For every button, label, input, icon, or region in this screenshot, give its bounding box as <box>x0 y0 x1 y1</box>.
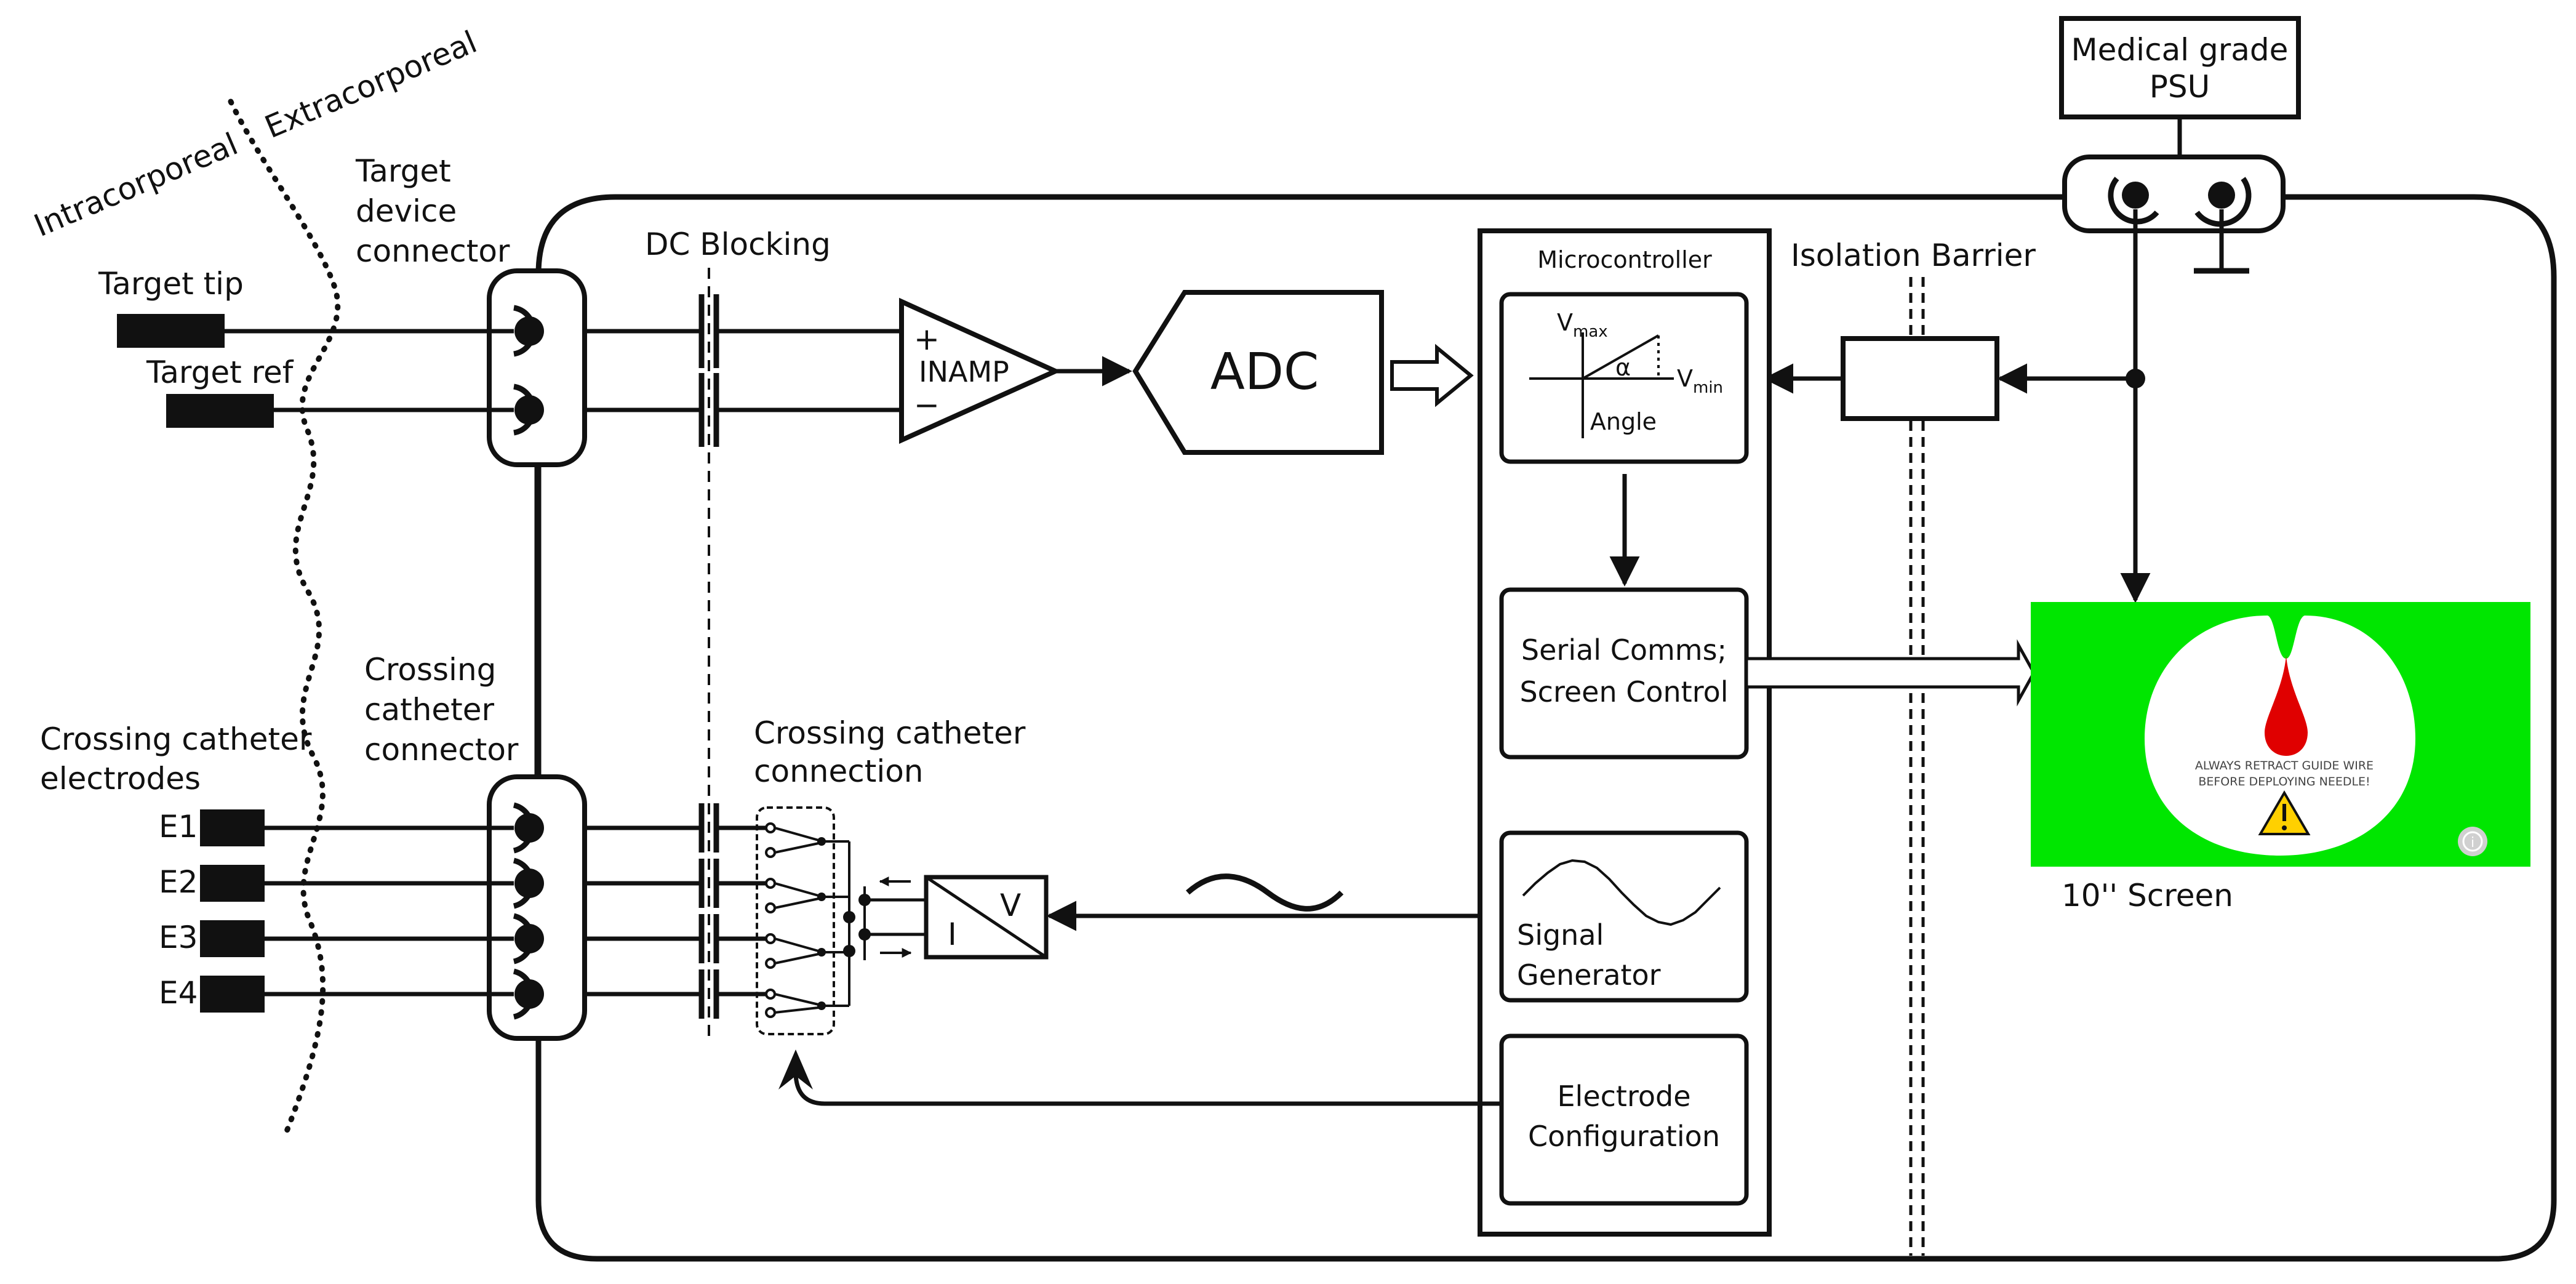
ground-socket-icon <box>2194 177 2252 227</box>
microcontroller-label: Microcontroller <box>1537 246 1712 273</box>
target-ref-electrode <box>166 394 274 428</box>
psu-label-line2: PSU <box>2150 69 2210 105</box>
crossing-catheter-connector-label-line3: connector <box>364 732 519 768</box>
switch-matrix <box>765 822 866 1018</box>
screen-warning-line1: ALWAYS RETRACT GUIDE WIRE <box>2195 759 2374 772</box>
serial-comms-label-line2: Screen Control <box>1519 675 1728 708</box>
body-boundary-dotted-line <box>228 98 341 1136</box>
crossing-catheter-connector <box>487 774 587 1041</box>
crossing-catheter-connection-label-line2: connection <box>754 753 924 789</box>
adc-label: ADC <box>1210 343 1319 401</box>
angle-slope-line <box>1582 334 1659 380</box>
electrode-e1: E1 <box>159 802 769 854</box>
target-ref-label: Target ref <box>146 355 294 390</box>
inamp-plus: + <box>914 321 940 357</box>
electrode-e2-label: E2 <box>159 864 198 900</box>
electrode-e1-label: E1 <box>159 809 198 845</box>
vi-i-label: I <box>948 917 957 952</box>
psu-label-line1: Medical grade <box>2071 32 2289 68</box>
crossing-catheter-connector-label-line2: catheter <box>364 692 495 728</box>
info-button-icon[interactable]: i <box>2458 827 2487 856</box>
electrode-config-arrowhead <box>778 1049 813 1089</box>
vi-v-label: V <box>1000 888 1021 923</box>
alpha-label: α <box>1615 354 1631 381</box>
electrode-e4-label: E4 <box>159 975 198 1011</box>
electrode-e3-label: E3 <box>159 920 198 955</box>
dc-blocking-label: DC Blocking <box>645 227 831 262</box>
switch-matrix-junctions <box>817 837 871 1010</box>
angle-label: Angle <box>1590 408 1657 435</box>
target-device-connector-label-line3: connector <box>356 233 510 269</box>
target-ref-socket-icon <box>513 383 544 436</box>
vi-converter-diagonal <box>925 875 1047 959</box>
crossing-catheter-electrodes-label-line2: electrodes <box>40 761 201 796</box>
target-tip-electrode <box>117 314 225 348</box>
dc-blocking-capacitor-tip <box>585 294 902 368</box>
warning-triangle-icon <box>2258 790 2311 835</box>
electrode-e3: E3 <box>159 913 769 965</box>
vmax-label: Vmax <box>1557 309 1608 341</box>
target-device-connector-label-line2: device <box>356 193 457 229</box>
crossing-catheter-electrodes-label-line1: Crossing catheter <box>40 721 312 757</box>
crossing-catheter-connector-label-line1: Crossing <box>364 652 496 688</box>
electrode-configuration-label-line2: Configuration <box>1528 1120 1720 1153</box>
isolation-barrier-label: Isolation Barrier <box>1791 238 2036 273</box>
inamp-block <box>899 297 1062 444</box>
isolated-dc-dc-box <box>1841 336 1999 421</box>
inamp-minus: − <box>914 387 940 423</box>
electrode-e2: E2 <box>159 857 769 909</box>
screen-warning-line2: BEFORE DEPLOYING NEEDLE! <box>2198 775 2370 788</box>
extracorporeal-label: Extracorporeal <box>260 24 482 145</box>
vmin-label: Vmin <box>1677 365 1723 397</box>
signal-generator-label-line2: Generator <box>1517 958 1661 992</box>
svg-text:i: i <box>2471 835 2474 851</box>
screen-label: 10'' Screen <box>2062 878 2233 913</box>
sine-wave-icon <box>1522 859 1721 926</box>
inamp-label: INAMP <box>919 355 1009 388</box>
target-device-connector-label-line1: Target <box>355 153 451 189</box>
intracorporeal-label: Intracorporeal <box>29 126 243 244</box>
target-device-connector <box>487 268 587 467</box>
blood-drop-icon <box>2265 656 2308 756</box>
psu-box <box>2059 16 2301 119</box>
signal-generator-label-line1: Signal <box>1517 918 1604 952</box>
electrode-configuration-block <box>1499 1033 1749 1206</box>
adc-block <box>1132 290 1384 455</box>
adc-to-microcontroller-arrow <box>1390 343 1474 407</box>
serial-comms-label-line1: Serial Comms; <box>1521 633 1727 667</box>
target-tip-socket-icon <box>513 305 544 357</box>
dc-blocking-capacitor-ref <box>585 373 902 447</box>
electrode-e4: E4 <box>159 968 769 1020</box>
device-enclosure <box>535 194 2557 1262</box>
serial-to-screen-arrow <box>1745 639 2036 707</box>
electrode-configuration-label-line1: Electrode <box>1557 1080 1690 1113</box>
electrode-config-to-switch-arrow <box>793 1056 1502 1106</box>
crossing-catheter-connection-label-line1: Crossing catheter <box>754 715 1026 751</box>
target-tip-label: Target tip <box>98 266 244 302</box>
signal-generator-block <box>1499 830 1749 1003</box>
serial-comms-block <box>1499 587 1749 760</box>
power-socket-icon <box>2108 177 2159 225</box>
ac-wave-symbol-icon <box>1186 873 1344 912</box>
